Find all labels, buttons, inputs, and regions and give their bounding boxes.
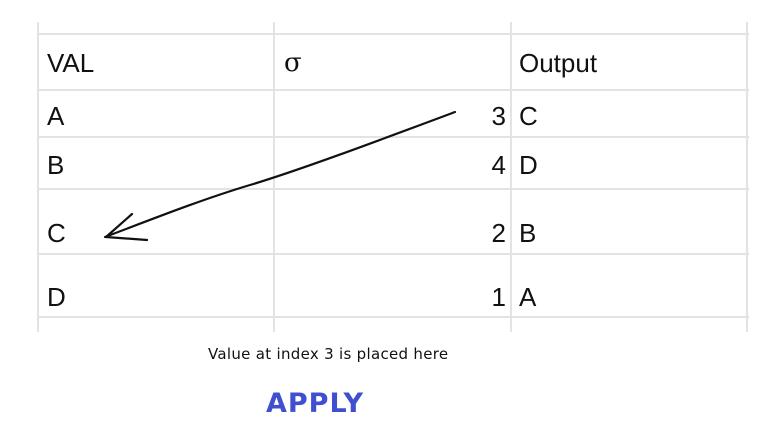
row-divider: [37, 136, 749, 138]
cell-sigma-row2[interactable]: 4: [491, 150, 506, 180]
row-divider: [37, 89, 749, 91]
column-divider: [37, 22, 39, 332]
cell-val-c[interactable]: C: [47, 218, 66, 248]
annotation-caption: Value at index 3 is placed here: [208, 345, 449, 363]
header-sigma[interactable]: σ: [284, 48, 302, 78]
cell-val-a[interactable]: A: [47, 101, 65, 131]
column-divider: [746, 22, 748, 332]
column-divider: [273, 22, 275, 332]
column-divider: [510, 22, 512, 332]
header-output[interactable]: Output: [519, 48, 598, 78]
cell-sigma-row1[interactable]: 3: [491, 101, 506, 131]
cell-output-row3[interactable]: B: [519, 218, 537, 248]
cell-output-row1[interactable]: C: [519, 101, 538, 131]
apply-button[interactable]: APPLY: [266, 388, 365, 419]
row-divider: [37, 33, 749, 35]
cell-val-b[interactable]: B: [47, 150, 65, 180]
cell-sigma-row3[interactable]: 2: [491, 218, 506, 248]
row-divider: [37, 253, 749, 255]
cell-val-d[interactable]: D: [47, 282, 66, 312]
header-val[interactable]: VAL: [47, 48, 95, 78]
cell-output-row4[interactable]: A: [519, 282, 537, 312]
cell-output-row2[interactable]: D: [519, 150, 538, 180]
row-divider: [37, 316, 749, 318]
cell-sigma-row4[interactable]: 1: [491, 282, 506, 312]
row-divider: [37, 188, 749, 190]
